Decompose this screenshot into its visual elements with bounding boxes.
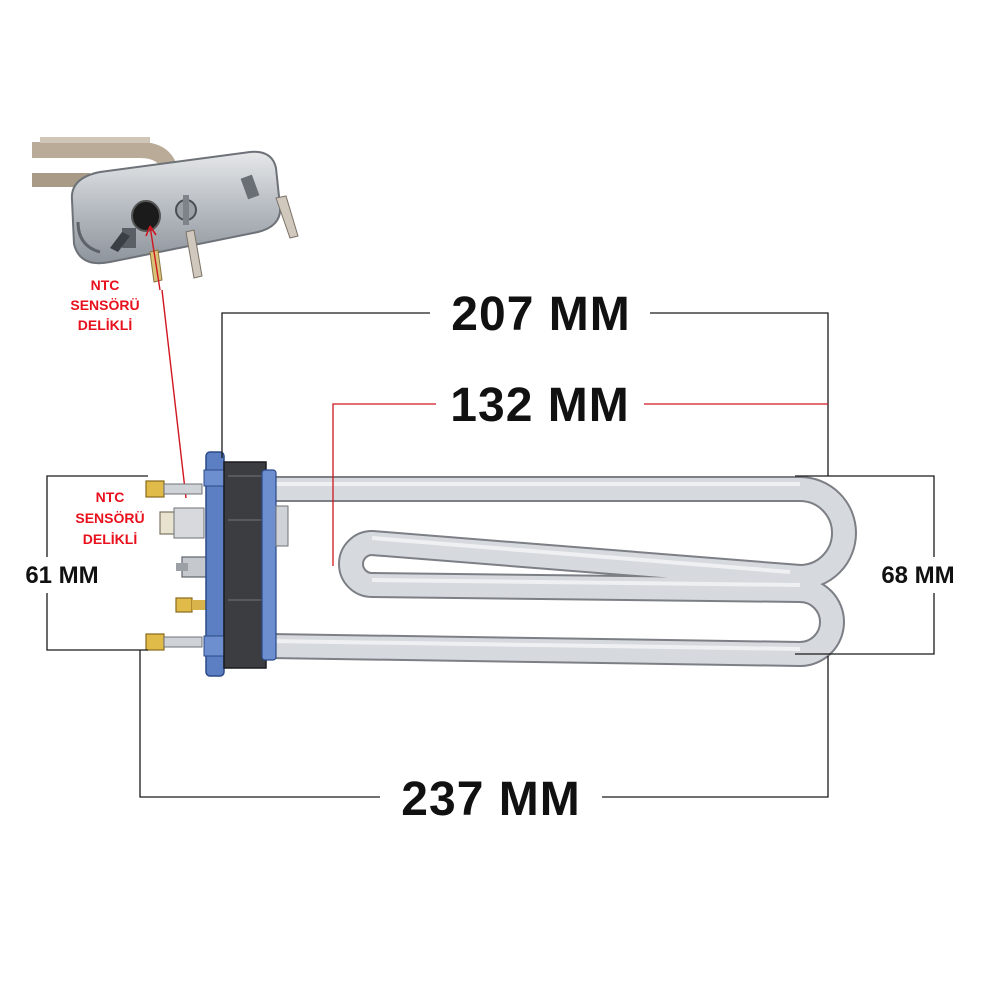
ntc-diagram-line-2: SENSÖRÜ (75, 510, 144, 526)
ntc-leader-line (161, 289, 187, 499)
terminal-top (145, 480, 203, 498)
dimension-237: 237 MM (139, 650, 829, 826)
dimension-61: 61 MM (25, 475, 148, 651)
ntc-photo-label: NTC SENSÖRÜ DELİKLİ (70, 277, 139, 333)
ntc-photo-line-3: DELİKLİ (78, 317, 132, 333)
bolt-nut (176, 556, 211, 578)
dimension-207-label: 207 MM (451, 288, 630, 341)
dimension-68: 68 MM (795, 475, 955, 655)
ntc-diagram-label: NTC SENSÖRÜ DELİKLİ (75, 489, 144, 547)
ntc-diagram-line-1: NTC (96, 489, 125, 505)
dimension-132-label: 132 MM (450, 379, 629, 432)
heater-photo (32, 137, 310, 291)
dimension-132: 132 MM (332, 379, 828, 566)
dimension-207: 207 MM (221, 288, 829, 476)
dimension-237-label: 237 MM (401, 773, 580, 826)
ntc-photo-line-1: NTC (91, 277, 120, 293)
dimension-61-label: 61 MM (25, 562, 98, 589)
ntc-sensor (159, 507, 205, 539)
mounting-flange (145, 451, 289, 677)
ground-tab (175, 597, 206, 613)
dimension-68-label: 68 MM (881, 562, 954, 589)
ntc-diagram-line-3: DELİKLİ (83, 531, 137, 547)
terminal-bottom (145, 633, 203, 651)
heating-tube (269, 476, 857, 667)
ntc-photo-line-2: SENSÖRÜ (70, 297, 139, 313)
